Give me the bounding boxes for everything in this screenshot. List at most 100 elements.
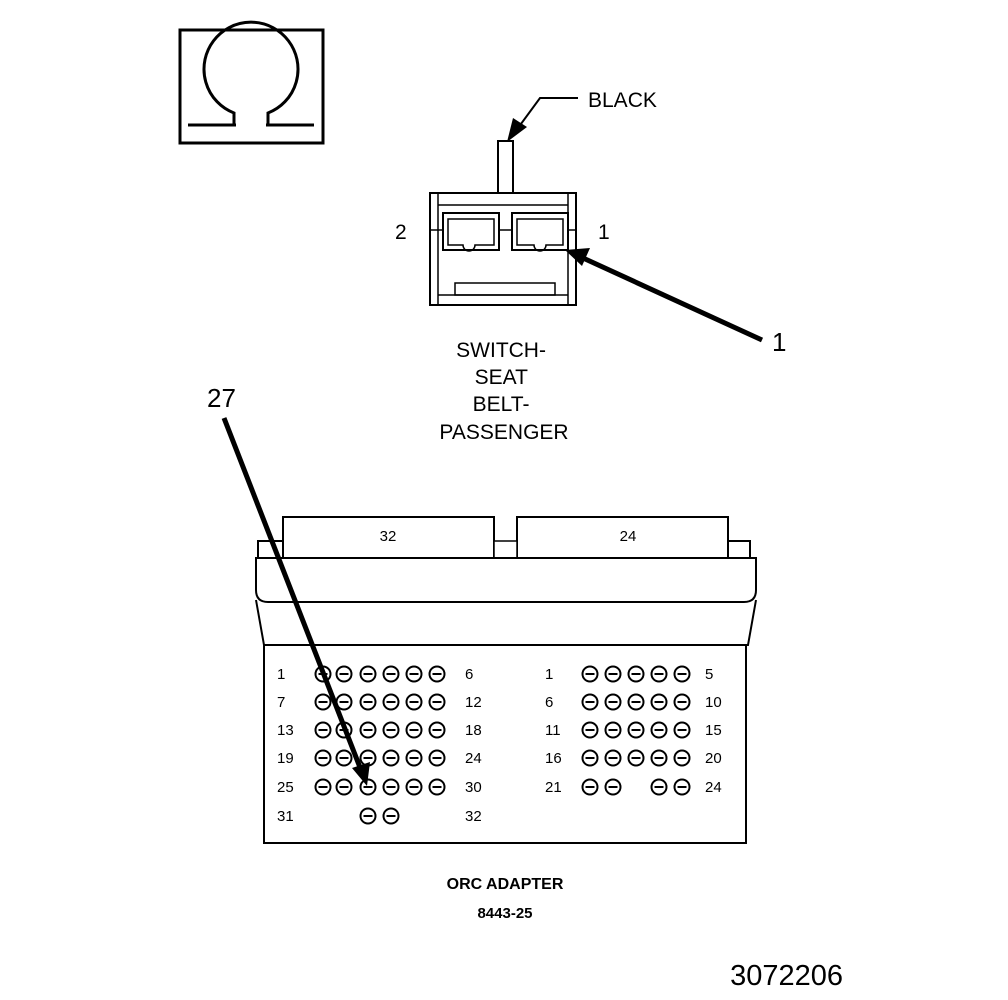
pin-cavity bbox=[405, 749, 423, 767]
pin-cavity bbox=[335, 778, 353, 796]
tab-right-label: 24 bbox=[620, 528, 637, 545]
callout-1-arrowhead bbox=[565, 248, 590, 266]
tab-left bbox=[282, 516, 495, 559]
pin-cavity bbox=[673, 693, 691, 711]
pin-cavity bbox=[428, 665, 446, 683]
switch-caption: SWITCH- SEAT BELT- PASSENGER bbox=[439, 339, 568, 444]
row-start-label: 19 bbox=[277, 750, 294, 767]
pin-cavity bbox=[382, 807, 400, 825]
pin-cavity bbox=[650, 778, 668, 796]
callout-1-arrow bbox=[581, 255, 764, 343]
row-start-label: 16 bbox=[545, 750, 562, 767]
tab-right bbox=[516, 516, 729, 559]
pin-cavity bbox=[581, 693, 599, 711]
pin-cavity bbox=[382, 778, 400, 796]
row-start-label: 25 bbox=[277, 779, 294, 796]
pin-cavity bbox=[581, 665, 599, 683]
wire-color-label: BLACK bbox=[588, 89, 657, 112]
row-end-label: 24 bbox=[705, 779, 722, 796]
adapter-part-number: 8443-25 bbox=[477, 905, 532, 922]
pin-cavity bbox=[405, 721, 423, 739]
pin-cavity bbox=[581, 778, 599, 796]
row-end-label: 12 bbox=[465, 694, 482, 711]
switch-caption-line: BELT- bbox=[473, 393, 530, 416]
pin-cavity bbox=[581, 721, 599, 739]
switch-caption-line: SEAT bbox=[475, 366, 528, 389]
ohm-icon bbox=[178, 20, 325, 145]
pin-cavity bbox=[673, 665, 691, 683]
pin-cavity bbox=[604, 665, 622, 683]
pin-cavity bbox=[428, 693, 446, 711]
pin-cavity bbox=[359, 807, 377, 825]
pin-cavity bbox=[428, 778, 446, 796]
row-end-label: 20 bbox=[705, 750, 722, 767]
callout-1-label: 1 bbox=[772, 327, 786, 357]
callout-27-label: 27 bbox=[207, 383, 236, 413]
pin-cavity bbox=[405, 693, 423, 711]
pin-cavity bbox=[428, 749, 446, 767]
row-start-label: 6 bbox=[545, 694, 553, 711]
callout-27-arrowhead bbox=[352, 762, 370, 786]
switch-pin-label-2: 2 bbox=[395, 221, 407, 244]
seat-belt-switch-connector bbox=[429, 192, 577, 306]
left-row-labels: 1 6 7 12 13 18 19 24 25 30 31 32 bbox=[277, 666, 482, 825]
pin-cavity bbox=[650, 721, 668, 739]
row-end-label: 6 bbox=[465, 666, 473, 683]
pin-cavity bbox=[359, 721, 377, 739]
pin-cavity bbox=[604, 749, 622, 767]
pin-cavity bbox=[382, 693, 400, 711]
wire-label-arrowhead bbox=[507, 118, 527, 142]
pin-cavity bbox=[581, 749, 599, 767]
switch-caption-line: PASSENGER bbox=[439, 421, 568, 444]
pin-cavity bbox=[650, 693, 668, 711]
tab-left-label: 32 bbox=[380, 528, 397, 545]
pin-cavity bbox=[335, 749, 353, 767]
row-end-label: 10 bbox=[705, 694, 722, 711]
row-end-label: 18 bbox=[465, 722, 482, 739]
row-start-label: 13 bbox=[277, 722, 294, 739]
pin-cavity bbox=[673, 749, 691, 767]
row-end-label: 5 bbox=[705, 666, 713, 683]
row-end-label: 24 bbox=[465, 750, 482, 767]
pin-cavity bbox=[314, 778, 332, 796]
pin-cavity bbox=[359, 665, 377, 683]
pin-cavity bbox=[604, 721, 622, 739]
pin-cavity bbox=[673, 778, 691, 796]
pin-cavity bbox=[314, 749, 332, 767]
row-end-label: 30 bbox=[465, 779, 482, 796]
pin-cavity bbox=[673, 721, 691, 739]
pin-cavity bbox=[627, 749, 645, 767]
callout-27-arrow bbox=[221, 417, 364, 771]
adapter-pin-grid bbox=[314, 665, 691, 825]
row-end-label: 15 bbox=[705, 722, 722, 739]
pin-cavity bbox=[405, 665, 423, 683]
pin-cavity bbox=[650, 665, 668, 683]
pin-cavity bbox=[382, 721, 400, 739]
wire bbox=[497, 140, 514, 197]
pin-cavity bbox=[627, 693, 645, 711]
pin-cavity bbox=[650, 749, 668, 767]
adapter-title: ORC ADAPTER bbox=[447, 876, 564, 893]
pin-cavity bbox=[359, 693, 377, 711]
pin-cavity bbox=[405, 778, 423, 796]
switch-pin-label-1: 1 bbox=[598, 221, 610, 244]
pin-cavity bbox=[314, 721, 332, 739]
pin-cavity bbox=[627, 721, 645, 739]
wire-label-leader bbox=[517, 97, 578, 129]
row-start-label: 21 bbox=[545, 779, 562, 796]
row-start-label: 11 bbox=[545, 722, 561, 739]
right-row-labels: 1 5 6 10 11 15 16 20 21 24 bbox=[545, 666, 722, 796]
row-end-label: 32 bbox=[465, 808, 482, 825]
pin-cavity bbox=[382, 749, 400, 767]
row-start-label: 1 bbox=[277, 666, 285, 683]
switch-caption-line: SWITCH- bbox=[456, 339, 546, 362]
pin-cavity bbox=[627, 665, 645, 683]
pin-cavity bbox=[359, 778, 377, 796]
pin-cavity bbox=[382, 665, 400, 683]
row-start-label: 7 bbox=[277, 694, 285, 711]
pin-cavity bbox=[428, 721, 446, 739]
pin-cavity bbox=[335, 665, 353, 683]
row-start-label: 31 bbox=[277, 808, 294, 825]
figure-id: 3072206 bbox=[730, 960, 843, 992]
